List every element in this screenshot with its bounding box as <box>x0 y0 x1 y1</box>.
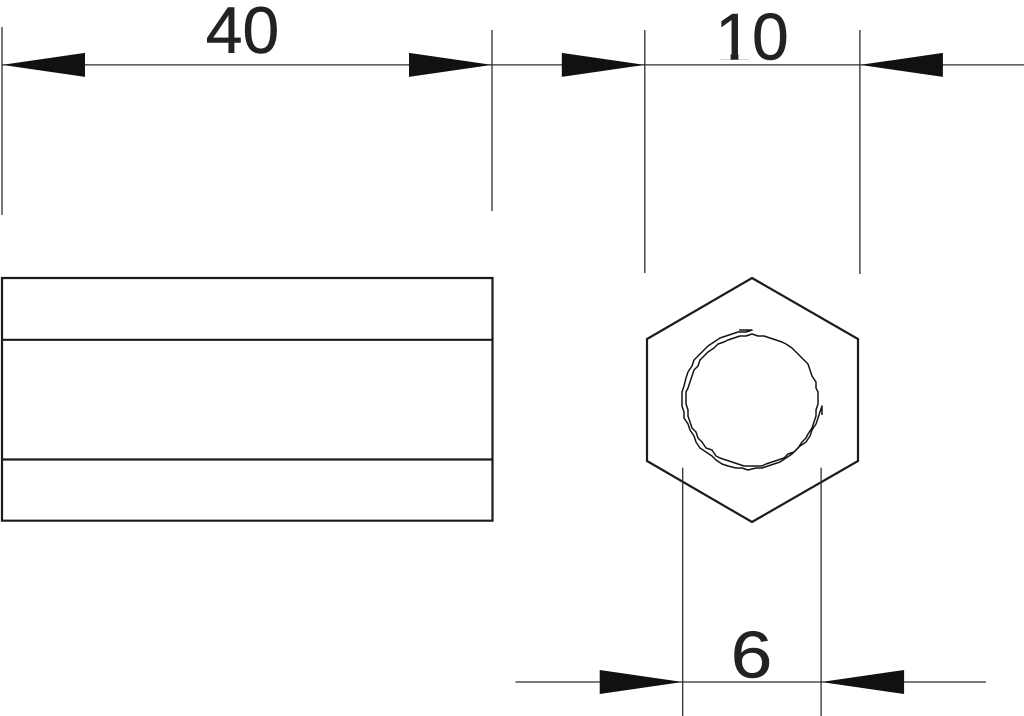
svg-text:6: 6 <box>731 618 772 692</box>
svg-text:10: 10 <box>715 0 788 73</box>
svg-text:40: 40 <box>206 0 279 67</box>
